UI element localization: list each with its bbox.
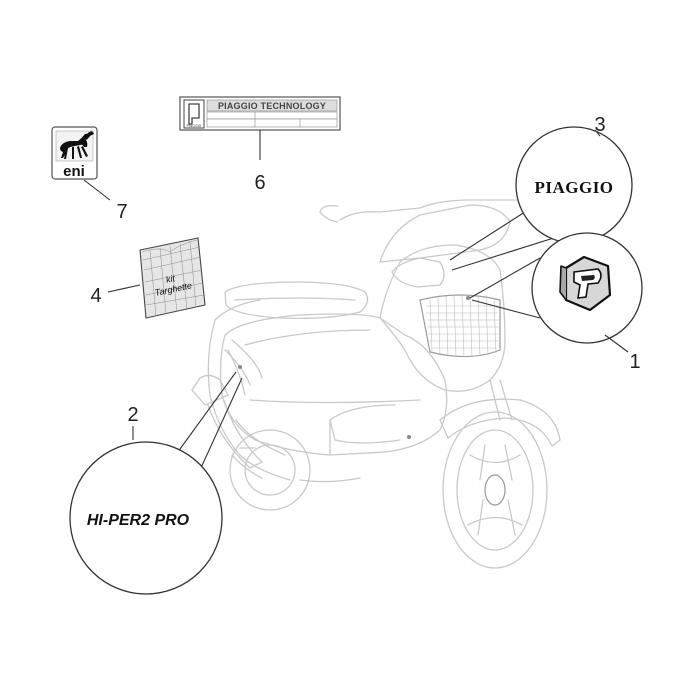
part-number-6: 6 bbox=[254, 172, 265, 194]
leader-4 bbox=[107, 284, 141, 293]
leader-1 bbox=[604, 334, 629, 353]
part-number-7: 7 bbox=[116, 201, 127, 223]
part-number-1: 1 bbox=[629, 351, 640, 373]
part-number-4: 4 bbox=[90, 285, 101, 307]
eni-dog-logo-icon bbox=[60, 131, 94, 159]
leader-2-to-scooter-b bbox=[199, 377, 243, 471]
piaggio-emblem-icon bbox=[559, 255, 612, 312]
hiper-decal-text: HI-PER2 PRO bbox=[87, 512, 190, 529]
part-number-2: 2 bbox=[127, 404, 138, 426]
part-6-technology-plate[interactable]: PIAGGIO PIAGGIO TECHNOLOGY bbox=[179, 96, 341, 131]
part-2-hiper-decal-callout[interactable] bbox=[69, 441, 223, 595]
scooter-outline bbox=[191, 179, 601, 569]
leader-3 bbox=[594, 129, 601, 137]
part-number-3: 3 bbox=[594, 114, 605, 136]
leader-2-to-scooter bbox=[171, 371, 237, 461]
leader-3-to-scooter-b bbox=[451, 235, 561, 271]
leader-1-to-scooter-b bbox=[471, 299, 541, 319]
part-4-kit-targhette[interactable]: kit Targhette bbox=[139, 237, 206, 319]
part-7-eni-sticker[interactable]: eni bbox=[51, 126, 98, 180]
leader-7 bbox=[83, 179, 111, 201]
piaggio-decal-text: PIAGGIO bbox=[534, 178, 613, 197]
plate-title: PIAGGIO TECHNOLOGY bbox=[218, 101, 326, 111]
eni-text: eni bbox=[63, 163, 85, 180]
leader-3-to-scooter bbox=[449, 209, 529, 261]
plate-small-logo-text: PIAGGIO bbox=[187, 124, 202, 128]
leader-1-to-scooter bbox=[469, 257, 541, 299]
kit-label-line1: kit bbox=[165, 273, 176, 285]
